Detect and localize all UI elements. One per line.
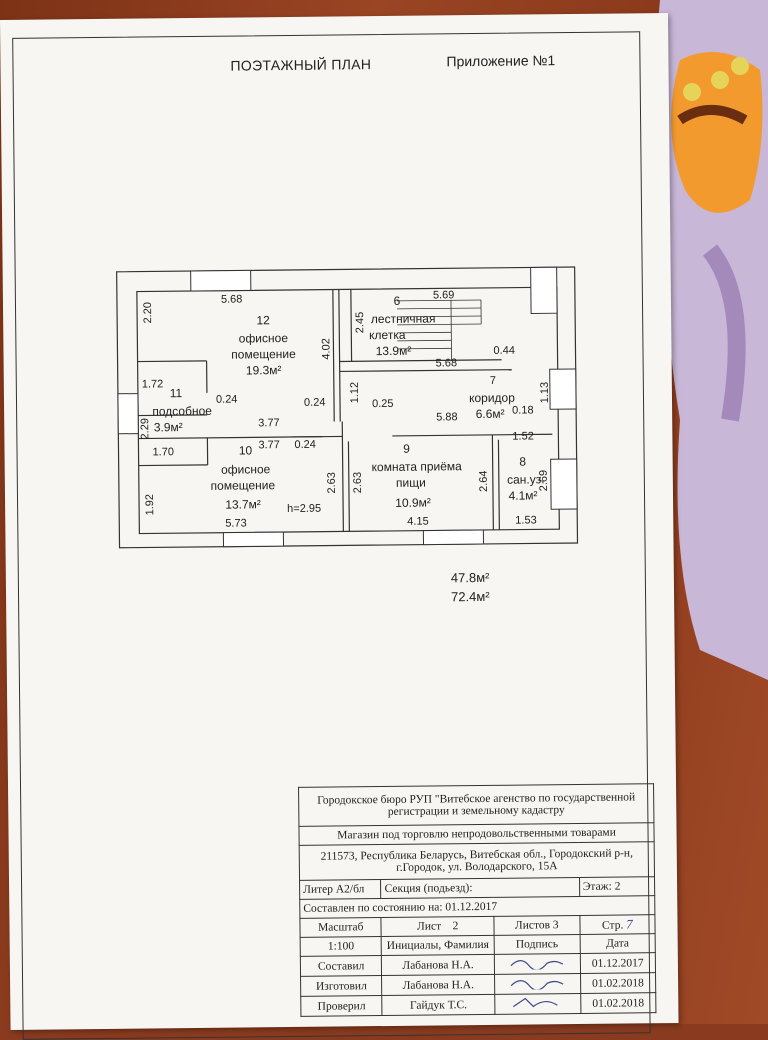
room-name: офисное [239, 331, 289, 346]
date-cell: 01.02.2018 [580, 993, 656, 1014]
dimension: 1.70 [152, 446, 174, 458]
role-cell: Проверил [301, 996, 383, 1017]
total-area-1: 47.8м² [451, 570, 490, 585]
page-cell: Стр. 7 [580, 915, 656, 935]
dimension: 0.24 [216, 394, 238, 406]
dimension: 4.02 [320, 338, 332, 360]
signature-header: Подпись [494, 934, 580, 954]
dimension: 1.53 [515, 514, 537, 526]
ceiling-height: h=2.95 [287, 503, 321, 515]
dimension: 0.44 [493, 345, 515, 357]
address-cell: 211573, Республика Беларусь, Витебская о… [299, 842, 654, 881]
dimension: 1.92 [144, 494, 156, 516]
dimension: 0.24 [294, 439, 316, 451]
total-area-2: 72.4м² [451, 589, 490, 604]
room-number: 12 [256, 313, 270, 327]
room-area: 4.1м² [508, 488, 537, 502]
liter-cell: Литер А2/бл [300, 880, 382, 900]
document-sheet: ПОЭТАЖНЫЙ ПЛАН Приложение №1 [0, 13, 679, 1030]
room-name: помещение [211, 478, 276, 493]
signature-cell [494, 953, 580, 974]
date-cell: 01.12.2017 [580, 953, 656, 974]
title-block: Городокское бюро РУП "Витебское агенство… [298, 783, 656, 1027]
room-name: клетка [369, 328, 406, 342]
room-number: 8 [519, 455, 526, 469]
sheets-cell: Листов 3 [494, 915, 580, 935]
dimension: 4.15 [407, 516, 429, 528]
room-area: 6.6м² [476, 407, 505, 421]
dimension: 1.52 [512, 430, 534, 442]
sheet-label: Лист [417, 920, 441, 932]
room-number: 11 [170, 386, 183, 400]
page-label: Стр. [602, 920, 623, 932]
floor-plan: 12 офисное помещение 19.3м² 6 лестничная… [110, 239, 583, 554]
signature-cell [495, 993, 581, 1014]
date-header: Дата [580, 934, 656, 954]
dimension: 2.63 [352, 472, 364, 494]
scale-label: Масштаб [300, 918, 382, 938]
room-name: комната приёма [372, 459, 463, 474]
floor-cell: Этаж: 2 [579, 877, 655, 897]
dimension: 0.24 [304, 397, 326, 409]
dimension: 2.69 [538, 470, 550, 492]
sheet-value: 2 [453, 920, 459, 932]
signature-mark [507, 975, 567, 990]
room-area: 13.7м² [225, 497, 261, 511]
room-name: пищи [396, 476, 426, 490]
room-area: 3.9м² [154, 420, 183, 434]
dimension: 2.29 [139, 418, 151, 440]
room-area: 10.9м² [395, 496, 431, 510]
dimension: 0.25 [372, 398, 394, 410]
dimension: 2.63 [326, 472, 338, 494]
dimension: 0.18 [512, 404, 534, 416]
dimension: 1.12 [349, 382, 361, 404]
dimension: 2.64 [478, 470, 490, 492]
signature-cell [494, 973, 580, 994]
dimension: 5.88 [436, 411, 458, 423]
name-cell: Лабанова Н.А. [382, 954, 495, 975]
sheet-cell: Лист 2 [381, 916, 494, 936]
dimension: 2.20 [142, 302, 154, 324]
room-name: офисное [221, 462, 271, 477]
role-cell: Составил [300, 956, 382, 977]
page-value: 7 [626, 916, 633, 931]
dimension: 7 [490, 375, 496, 387]
scale-value: 1:100 [300, 937, 382, 957]
dimension: 1.72 [142, 378, 164, 390]
table-row: Проверил Гайдук Т.С. 01.02.2018 [301, 993, 656, 1017]
name-cell: Лабанова Н.А. [382, 974, 495, 995]
dimension: 1.13 [539, 382, 551, 404]
dimension: 2.45 [354, 312, 366, 334]
room-area: 13.9м² [376, 344, 412, 358]
room-number: 10 [239, 443, 253, 457]
dimension: 5.68 [221, 293, 243, 305]
signature-mark [507, 955, 567, 970]
room-area: 19.3м² [246, 363, 282, 377]
room-name: помещение [231, 347, 296, 362]
dimension: 5.69 [433, 289, 455, 301]
title-block-table: Городокское бюро РУП "Витебское агенство… [298, 783, 656, 1017]
date-cell: 01.02.2018 [580, 973, 656, 994]
section-cell: Секция (подьезд): [381, 877, 579, 898]
dimension: 3.77 [258, 417, 280, 429]
dimension: 3.77 [258, 439, 280, 451]
dimension: 5.73 [225, 517, 247, 529]
names-header: Инициалы, Фамилия [382, 935, 495, 955]
room-number: 6 [394, 294, 401, 308]
dimension: 5.68 [436, 357, 458, 369]
role-cell: Изготовил [301, 976, 383, 997]
signature-mark [507, 995, 567, 1010]
organization-cell: Городокское бюро РУП "Витебское агенство… [299, 784, 654, 827]
room-name: лестничная [371, 311, 436, 326]
page-title: ПОЭТАЖНЫЙ ПЛАН [230, 56, 371, 73]
room-name: коридор [469, 391, 515, 405]
name-cell: Гайдук Т.С. [382, 994, 495, 1015]
room-number: 9 [403, 442, 410, 456]
appendix-label: Приложение №1 [446, 52, 555, 69]
room-name: подсобное [152, 404, 212, 419]
